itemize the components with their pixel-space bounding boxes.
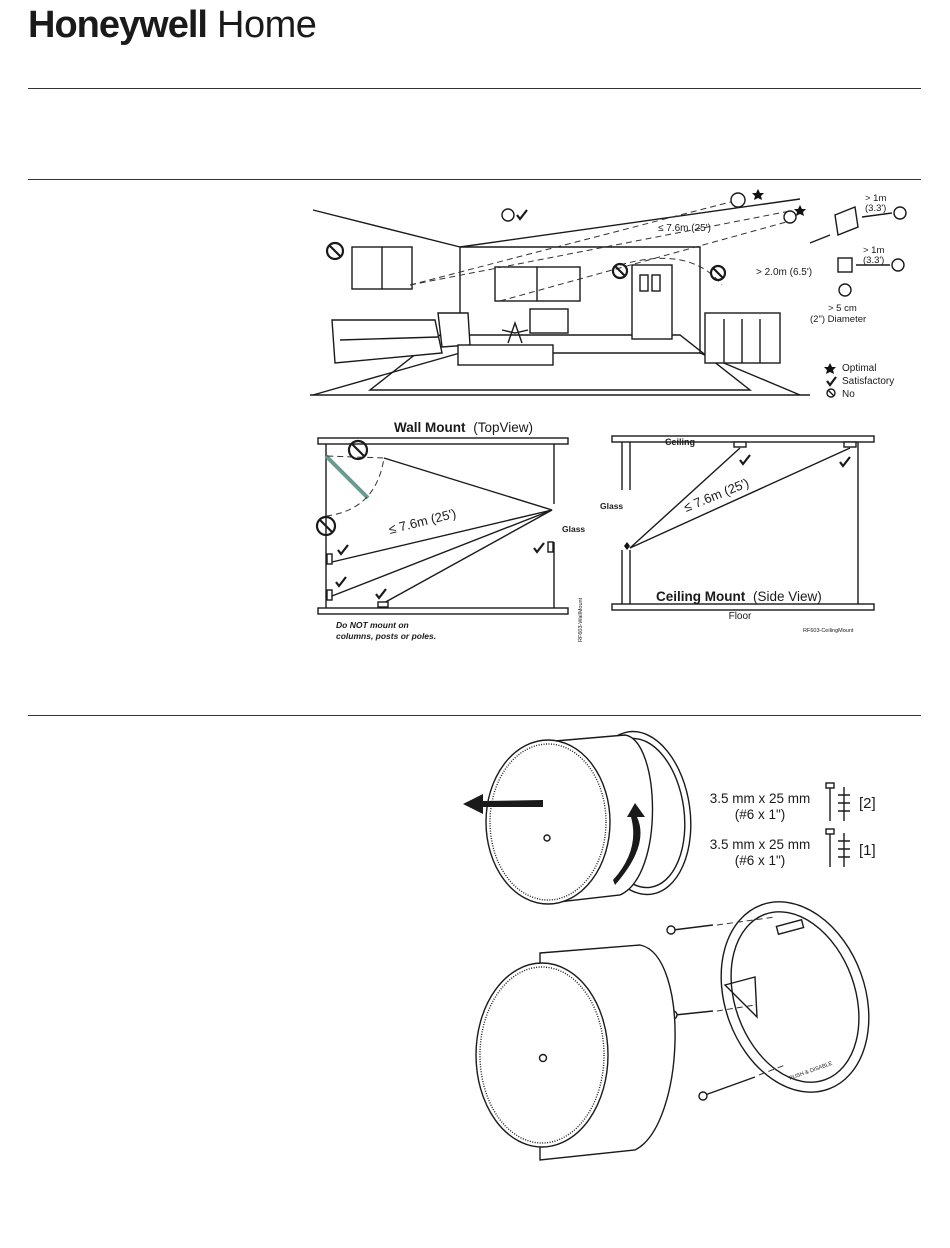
clearance-diagram-light [837, 257, 905, 297]
wall-mount-top-view-diagram: Wall Mount (TopView) ≤ 7.6m (25') Glass … [315, 420, 585, 642]
honeywell-home-logo: Honeywell Home [28, 4, 317, 47]
svg-text:Ceiling Mount (Side View): Ceiling Mount (Side View) [656, 589, 822, 604]
logo-brand: Honeywell [28, 4, 208, 46]
sensor-wall [326, 589, 333, 601]
clearance-1m-b-ft: (3.3') [863, 255, 884, 266]
ceiling-mount-side-view-diagram: Ceiling Glass ≤ 7.6m (25') Ceiling Mount… [600, 435, 875, 634]
clearance-diagram-vent [809, 206, 907, 244]
check-icon [335, 576, 347, 588]
ceiling-label: Ceiling [665, 437, 695, 447]
rotate-arrow-icon [613, 803, 645, 885]
screw-spec-b-size: 3.5 mm x 25 mm [709, 837, 811, 852]
legend-star-icon [824, 363, 836, 374]
plant [501, 320, 529, 344]
no-symbol-icon [611, 262, 629, 280]
sensor-wall [547, 541, 554, 553]
screw-icon [666, 916, 776, 935]
check-icon [739, 454, 751, 466]
logo-subbrand: Home [217, 4, 317, 46]
wall-mount-subtitle: (TopView) [473, 420, 533, 435]
left-wall [312, 209, 461, 396]
section-rule-2 [28, 715, 921, 716]
screw-spec-a-imperial: (#6 x 1") [734, 807, 786, 822]
check-icon [516, 209, 528, 221]
sensor-face-top [485, 739, 611, 905]
clearance-diameter: (2") Diameter [810, 314, 866, 325]
ceiling-line [459, 198, 801, 248]
screw-anchor-icon [825, 828, 850, 867]
check-icon [337, 544, 349, 556]
no-symbol-icon [325, 241, 345, 261]
floor-label: Floor [729, 611, 752, 622]
sofa [331, 319, 443, 364]
pull-arrow-icon [463, 794, 543, 814]
check-icon [375, 588, 387, 600]
tv [529, 308, 569, 334]
optimal-star-icon [794, 205, 806, 216]
legend-no-icon [826, 388, 836, 398]
installation-illustration: PUSH & DISABLE [463, 730, 870, 1161]
ceiling-mount-code: RF603-CeilingMount [803, 628, 854, 634]
back-wall [460, 246, 701, 354]
clearance-5cm: > 5 cm [828, 303, 857, 314]
clearance-1m-b: > 1m [863, 245, 884, 256]
rug [367, 334, 753, 391]
sensor-led-bottom [538, 1053, 548, 1063]
clearance-1m-a-ft: (3.3') [865, 203, 886, 214]
sensor-wall [377, 601, 389, 608]
screw-qty-b: [1] [859, 842, 876, 859]
ceiling-glass-label: Glass [600, 501, 623, 511]
optimal-star-icon [752, 189, 764, 200]
coffee-table [457, 344, 554, 366]
ceiling-mount-title: Ceiling Mount [656, 589, 746, 604]
no-symbol-icon [315, 515, 337, 537]
wall-distance-label: ≤ 7.6m (25') [387, 506, 457, 537]
check-icon [533, 542, 545, 554]
sensor-led-top [543, 834, 551, 842]
glass-sensor-icon [624, 542, 630, 550]
warning-line-2: columns, posts or poles. [336, 631, 436, 641]
armchair [437, 312, 471, 348]
screw-icon [698, 1064, 786, 1101]
no-symbol-icon [347, 439, 369, 461]
wall-mount-code: RF603-WallMount [578, 597, 584, 642]
svg-text:Wall Mount (TopView): Wall Mount (TopView) [394, 420, 533, 435]
screw-spec-a: 3.5 mm x 25 mm (#6 x 1") [700, 791, 820, 823]
sensor-ceiling [843, 441, 857, 448]
check-icon [839, 456, 851, 468]
warning-line-1: Do NOT mount on [336, 620, 409, 630]
header-rule [28, 88, 921, 89]
legend-satisfactory: Satisfactory [842, 376, 894, 387]
sensor-ceiling [733, 441, 747, 448]
door [324, 454, 370, 500]
no-symbol-icon [709, 264, 727, 282]
screw-spec-b: 3.5 mm x 25 mm (#6 x 1") [700, 837, 820, 869]
clearance-1m-a: > 1m [865, 193, 886, 204]
screw-qty-a: [2] [859, 795, 876, 812]
room-mounting-illustration: ≤ 7.6m (25') > 2.0m (6.5') > 1m (3.3') >… [310, 189, 907, 400]
distance-label: ≤ 7.6m (25') [658, 223, 711, 234]
mounting-base [720, 901, 870, 1093]
wall-glass-label: Glass [562, 524, 585, 534]
sensor-wall [326, 553, 333, 565]
sensor-wall-optimal [783, 210, 797, 224]
screw-spec-b-imperial: (#6 x 1") [734, 853, 786, 868]
sensor-satisfactory [501, 208, 515, 222]
screw-anchor-icon [825, 782, 850, 821]
base-clip [723, 976, 758, 1019]
legend-no: No [842, 389, 855, 400]
section-rule-1 [28, 179, 921, 180]
legend-check-icon [826, 376, 837, 387]
screw-spec-a-size: 3.5 mm x 25 mm [709, 791, 811, 806]
legend-optimal: Optimal [842, 363, 876, 374]
height-label: > 2.0m (6.5') [756, 267, 812, 278]
ceiling-mount-subtitle: (Side View) [753, 589, 822, 604]
wall-mount-title: Wall Mount [394, 420, 466, 435]
sensor-optimal [730, 192, 746, 208]
